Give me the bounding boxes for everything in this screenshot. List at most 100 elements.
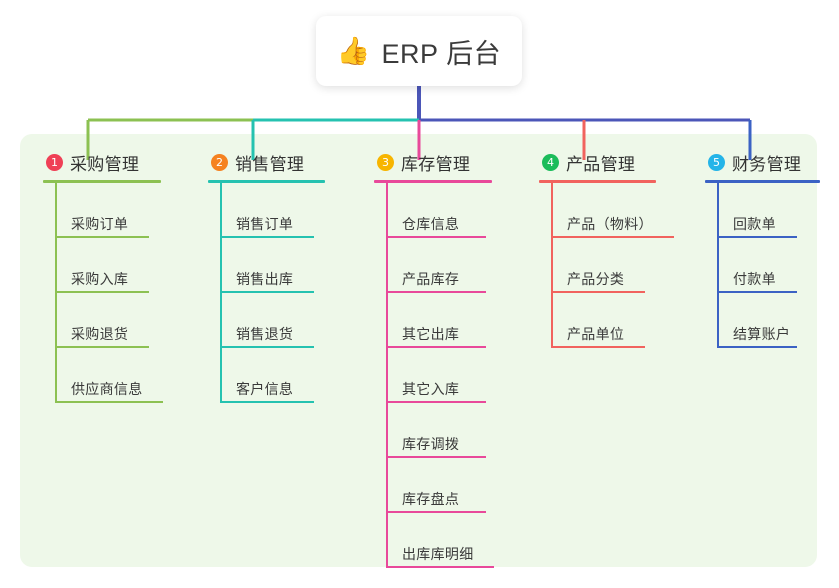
leaf-item[interactable]: 出库库明细 — [386, 513, 494, 568]
leaf-item[interactable]: 库存调拨 — [386, 403, 492, 458]
diagram-background-panel — [20, 134, 817, 567]
branch-head-rule-1 — [43, 180, 161, 183]
branch-header-5[interactable]: 5 财务管理 — [705, 149, 820, 175]
leaf-label: 付款单 — [733, 271, 776, 287]
leaf-item[interactable]: 库存盘点 — [386, 458, 492, 513]
leaf-item[interactable]: 产品单位 — [551, 293, 656, 348]
thumbs-up-icon: 👍 — [336, 35, 371, 66]
leaf-item[interactable]: 回款单 — [717, 183, 820, 238]
branch-head-rule-3 — [374, 180, 492, 183]
leaf-rule — [386, 456, 486, 458]
leaf-rule — [386, 566, 494, 568]
leaf-rule — [386, 401, 486, 403]
branch-items-4: 产品（物料） 产品分类 产品单位 — [539, 183, 674, 348]
leaf-label: 其它出库 — [402, 326, 460, 342]
branch-header-1[interactable]: 1 采购管理 — [43, 149, 161, 175]
branch-label-3: 库存管理 — [401, 154, 471, 174]
branch-items-2: 销售订单 销售出库 销售退货 客户信息 — [208, 183, 325, 403]
branch-header-2[interactable]: 2 销售管理 — [208, 149, 325, 175]
branch-label-1: 采购管理 — [70, 154, 140, 174]
leaf-item[interactable]: 产品库存 — [386, 238, 492, 293]
leaf-label: 采购退货 — [71, 326, 129, 342]
leaf-rule — [220, 291, 314, 293]
branch-spine-5 — [717, 183, 719, 348]
leaf-label: 产品（物料） — [567, 216, 653, 232]
leaf-item[interactable]: 产品（物料） — [551, 183, 674, 238]
leaf-rule — [386, 511, 486, 513]
branch-spine-3 — [386, 183, 388, 568]
branch-spine-1 — [55, 183, 57, 403]
branch-header-4[interactable]: 4 产品管理 — [539, 149, 656, 175]
leaf-label: 库存盘点 — [402, 491, 460, 507]
leaf-rule — [55, 346, 149, 348]
leaf-label: 回款单 — [733, 216, 776, 232]
leaf-rule — [386, 291, 486, 293]
leaf-label: 库存调拨 — [402, 436, 460, 452]
leaf-label: 销售订单 — [236, 216, 294, 232]
branch-column-2[interactable]: 2 销售管理 销售订单 销售出库 销售退货 客户信息 — [208, 149, 325, 403]
leaf-rule — [551, 291, 645, 293]
leaf-item[interactable]: 结算账户 — [717, 293, 820, 348]
branch-header-3[interactable]: 3 库存管理 — [374, 149, 492, 175]
branch-column-5[interactable]: 5 财务管理 回款单 付款单 结算账户 — [705, 149, 820, 348]
leaf-label: 结算账户 — [733, 326, 791, 342]
leaf-item[interactable]: 采购入库 — [55, 238, 161, 293]
leaf-label: 销售退货 — [236, 326, 294, 342]
branch-column-4[interactable]: 4 产品管理 产品（物料） 产品分类 产品单位 — [539, 149, 674, 348]
branch-items-5: 回款单 付款单 结算账户 — [705, 183, 820, 348]
branch-badge-1: 1 — [46, 153, 63, 171]
leaf-rule — [55, 291, 149, 293]
leaf-label: 产品单位 — [567, 326, 625, 342]
leaf-item[interactable]: 销售订单 — [220, 183, 325, 238]
leaf-label: 其它入库 — [402, 381, 460, 397]
leaf-item[interactable]: 付款单 — [717, 238, 820, 293]
leaf-rule — [717, 291, 797, 293]
branch-items-1: 采购订单 采购入库 采购退货 供应商信息 — [43, 183, 163, 403]
leaf-item[interactable]: 仓库信息 — [386, 183, 492, 238]
leaf-label: 销售出库 — [236, 271, 294, 287]
branch-badge-3: 3 — [377, 153, 394, 171]
leaf-rule — [551, 236, 674, 238]
leaf-rule — [220, 401, 314, 403]
branch-badge-2: 2 — [211, 153, 228, 171]
leaf-item[interactable]: 产品分类 — [551, 238, 656, 293]
branch-items-3: 仓库信息 产品库存 其它出库 其它入库 库存调拨 库存盘点 — [374, 183, 494, 568]
leaf-label: 产品库存 — [402, 271, 460, 287]
leaf-rule — [386, 346, 486, 348]
branch-spine-2 — [220, 183, 222, 403]
leaf-label: 采购入库 — [71, 271, 129, 287]
leaf-item[interactable]: 其它出库 — [386, 293, 492, 348]
leaf-item[interactable]: 销售退货 — [220, 293, 325, 348]
branch-column-1[interactable]: 1 采购管理 采购订单 采购入库 采购退货 供应商信息 — [43, 149, 163, 403]
leaf-label: 产品分类 — [567, 271, 625, 287]
leaf-rule — [717, 236, 797, 238]
leaf-item[interactable]: 客户信息 — [220, 348, 325, 403]
leaf-label: 采购订单 — [71, 216, 129, 232]
leaf-rule — [220, 236, 314, 238]
leaf-item[interactable]: 销售出库 — [220, 238, 325, 293]
leaf-rule — [386, 236, 486, 238]
leaf-rule — [220, 346, 314, 348]
branch-head-rule-2 — [208, 180, 325, 183]
root-node[interactable]: 👍 ERP 后台 — [316, 16, 522, 86]
branch-label-4: 产品管理 — [566, 154, 636, 174]
leaf-item[interactable]: 采购订单 — [55, 183, 161, 238]
leaf-label: 仓库信息 — [402, 216, 460, 232]
branch-spine-4 — [551, 183, 553, 348]
branch-badge-5: 5 — [708, 153, 725, 171]
leaf-rule — [55, 236, 149, 238]
leaf-label: 客户信息 — [236, 381, 294, 397]
leaf-item[interactable]: 供应商信息 — [55, 348, 163, 403]
leaf-rule — [551, 346, 645, 348]
branch-label-2: 销售管理 — [235, 154, 305, 174]
branch-head-rule-5 — [705, 180, 820, 183]
branch-head-rule-4 — [539, 180, 656, 183]
leaf-rule — [717, 346, 797, 348]
leaf-item[interactable]: 采购退货 — [55, 293, 161, 348]
leaf-rule — [55, 401, 163, 403]
leaf-item[interactable]: 其它入库 — [386, 348, 492, 403]
branch-badge-4: 4 — [542, 153, 559, 171]
leaf-label: 供应商信息 — [71, 381, 143, 397]
branch-column-3[interactable]: 3 库存管理 仓库信息 产品库存 其它出库 其它入库 库存调拨 — [374, 149, 494, 568]
